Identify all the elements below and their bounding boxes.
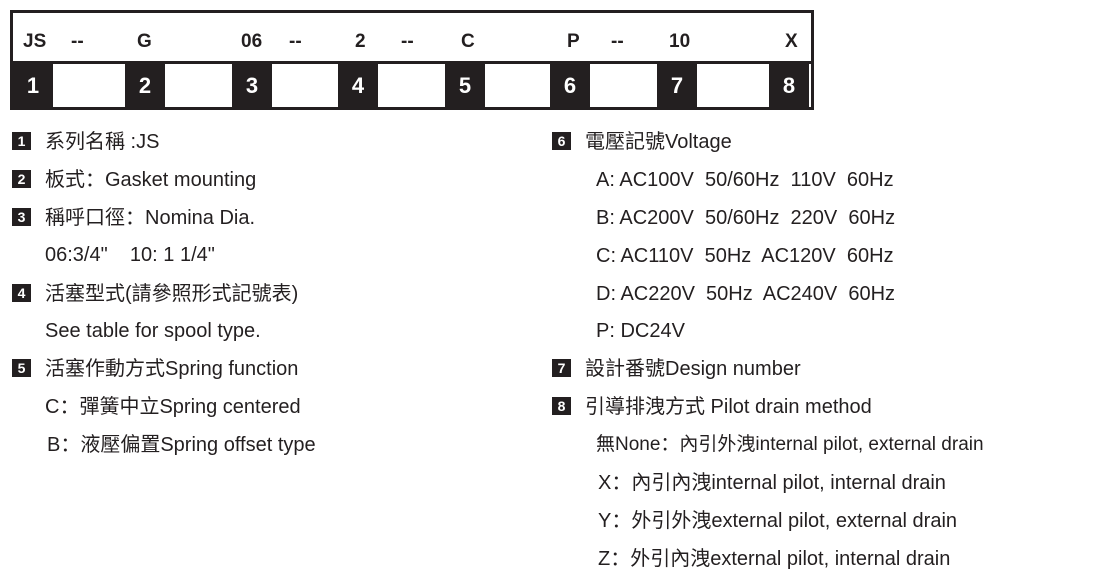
number-badge: 4 <box>12 284 31 302</box>
legend-item: 5 活塞作動方式Spring function <box>12 357 298 381</box>
number-cell: 4 <box>338 64 378 107</box>
legend-text: 系列名稱 :JS <box>45 131 160 153</box>
legend-subtext: X：內引內洩internal pilot, internal drain <box>598 472 946 494</box>
number-cell: 2 <box>125 64 165 107</box>
legend-subtext: Z：外引內洩external pilot, internal drain <box>598 548 951 570</box>
legend-subtext: P: DC24V <box>596 320 685 342</box>
code-dash: -- <box>401 31 414 52</box>
legend-item: 6 電壓記號Voltage <box>552 130 732 154</box>
legend-text: 電壓記號Voltage <box>585 131 732 153</box>
legend-subtext: 06:3/4" 10: 1 1/4" <box>45 244 215 266</box>
number-cell: 8 <box>769 64 809 107</box>
code-drain: X <box>785 31 798 52</box>
code-dash: -- <box>289 31 302 52</box>
legend-item: 8 引導排洩方式 Pilot drain method <box>552 395 872 419</box>
code-dash: -- <box>611 31 624 52</box>
code-size: 06 <box>241 31 263 52</box>
code-dash: -- <box>71 31 84 52</box>
code-design: 10 <box>669 31 691 52</box>
legend-text: 設計番號Design number <box>585 358 801 380</box>
legend-text: 活塞作動方式Spring function <box>45 358 299 380</box>
number-badge: 7 <box>552 359 571 377</box>
legend-subtext: B: AC200V 50/60Hz 220V 60Hz <box>596 207 896 229</box>
legend-text: 板式：Gasket mounting <box>45 169 257 191</box>
code-voltage: P <box>567 31 580 52</box>
number-badge: 2 <box>12 170 31 188</box>
divider <box>13 61 811 64</box>
number-cell: 3 <box>232 64 272 107</box>
number-badge: 8 <box>552 397 571 415</box>
legend-item: 1 系列名稱 :JS <box>12 130 159 154</box>
legend-item: 3 稱呼口徑：Nomina Dia. <box>12 206 255 230</box>
legend-subtext: A: AC100V 50/60Hz 110V 60Hz <box>596 169 894 191</box>
number-badge: 5 <box>12 359 31 377</box>
legend-subtext: B：液壓偏置Spring offset type <box>47 434 316 456</box>
legend-text: 引導排洩方式 Pilot drain method <box>585 396 872 418</box>
legend-text: 稱呼口徑：Nomina Dia. <box>45 207 256 229</box>
code-series: JS <box>23 31 47 52</box>
number-cell: 6 <box>550 64 590 107</box>
legend-subtext: C: AC110V 50Hz AC120V 60Hz <box>596 245 894 267</box>
legend-subtext: Y：外引外洩external pilot, external drain <box>598 510 958 532</box>
legend-item: 2 板式：Gasket mounting <box>12 168 256 192</box>
code-spool: 2 <box>355 31 366 52</box>
legend-text: 活塞型式(請參照形式記號表) <box>45 283 299 305</box>
code-mounting: G <box>137 31 152 52</box>
model-code-box: JS -- G 06 -- 2 -- C P -- 10 X 1 2 3 4 5… <box>10 10 814 110</box>
legend-subtext: See table for spool type. <box>45 320 261 342</box>
legend-subtext: D: AC220V 50Hz AC240V 60Hz <box>596 283 896 305</box>
number-badge: 3 <box>12 208 31 226</box>
number-badge: 1 <box>12 132 31 150</box>
code-spring: C <box>461 31 475 52</box>
legend-subtext: C：彈簧中立Spring centered <box>45 396 301 418</box>
legend-subtext: 無None：內引外洩internal pilot, external drain <box>596 434 984 455</box>
number-badge: 6 <box>552 132 571 150</box>
number-cell: 1 <box>13 64 53 107</box>
legend-item: 4 活塞型式(請參照形式記號表) <box>12 282 298 306</box>
number-cell: 7 <box>657 64 697 107</box>
number-cell: 5 <box>445 64 485 107</box>
legend-item: 7 設計番號Design number <box>552 357 801 381</box>
